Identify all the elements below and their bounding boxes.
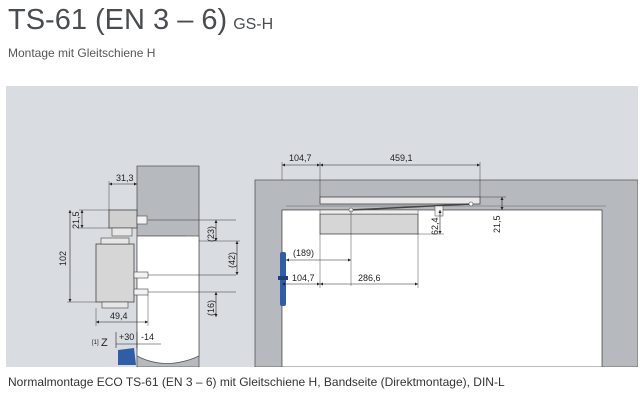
dim-42: (42)	[227, 252, 237, 268]
z-label: Z	[101, 337, 108, 349]
dim-21-5-left: 21,5	[71, 211, 81, 229]
dim-62-4: 62,4	[430, 217, 440, 235]
drawing-svg: 31,3 21,5 102 49,4 (23) (42) (16	[58, 153, 638, 367]
dim-23: (23)	[206, 226, 216, 242]
dim-31-3: 31,3	[116, 173, 134, 183]
closer-body	[319, 213, 419, 235]
page-title: TS-61 (EN 3 – 6) GS-H	[8, 4, 273, 37]
right-elevation-view: 104,7 459,1 21,5 62,4 (189) 104,7 286,6	[254, 153, 638, 367]
door-leaf-section	[136, 235, 200, 364]
dim-104-7-bottom: 104,7	[292, 273, 315, 283]
dim-102: 102	[58, 251, 68, 266]
footnote-marker: [1]	[92, 340, 99, 346]
dim-16: (16)	[206, 300, 216, 316]
rail-section	[108, 209, 138, 229]
dim-459-1: 459,1	[390, 153, 413, 163]
title-main: TS-61 (EN 3 – 6)	[8, 4, 228, 36]
dim-plus30: +30	[119, 332, 134, 342]
dim-49-4: 49,4	[110, 311, 128, 321]
title-suffix: GS-H	[233, 16, 274, 33]
closer-body-section	[95, 243, 135, 303]
dim-104-7-top: 104,7	[289, 153, 312, 163]
dim-189: (189)	[293, 248, 314, 258]
technical-drawing: 31,3 21,5 102 49,4 (23) (42) (16	[6, 86, 638, 367]
door-leaf	[281, 209, 603, 367]
dim-21-5-right: 21,5	[492, 215, 502, 233]
dim-286-6: 286,6	[358, 273, 381, 283]
left-section-view: 31,3 21,5 102 49,4 (23) (42) (16	[58, 165, 240, 367]
blue-hinge-section	[118, 348, 136, 365]
dim-minus14: -14	[141, 332, 154, 342]
slide-rail	[319, 196, 481, 205]
page-subtitle: Montage mit Gleitschiene H	[8, 46, 156, 60]
figure-caption: Normalmontage ECO TS-61 (EN 3 – 6) mit G…	[8, 375, 505, 389]
